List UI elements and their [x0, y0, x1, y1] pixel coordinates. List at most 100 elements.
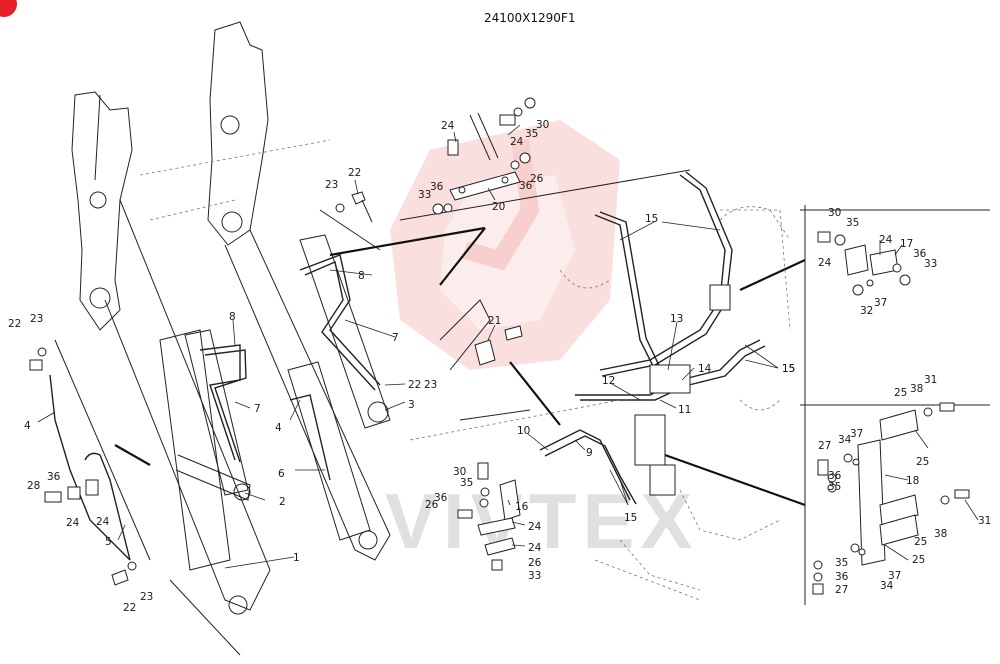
callout: 4: [275, 422, 282, 434]
callout: 24: [528, 542, 542, 554]
callout: 11: [678, 404, 691, 416]
callout: 22: [408, 379, 421, 391]
callout: 15: [782, 363, 795, 375]
callout: 32: [860, 305, 873, 317]
callout: 38: [934, 528, 947, 540]
cylinder-2: [184, 329, 251, 501]
hydraulic-lines: [49, 171, 766, 561]
callout: 27: [835, 584, 848, 596]
fitting-21: [474, 325, 523, 366]
callout: 25: [912, 554, 925, 566]
callout: 1: [293, 552, 300, 564]
callout-labels: 30 24 35 24 26 36 20 33 36 23 22 8 7 22 …: [8, 119, 991, 614]
callout: 38: [910, 383, 923, 395]
callout: 34: [838, 434, 852, 446]
callout: 8: [358, 270, 365, 282]
callout: 33: [528, 570, 541, 582]
cylinder-1: [159, 329, 251, 571]
bracket-20: [432, 97, 536, 215]
callout: 37: [850, 428, 863, 440]
callout: 36: [434, 492, 448, 504]
callout: 21: [488, 315, 501, 327]
callout: 8: [229, 311, 236, 323]
callout: 36: [47, 471, 61, 483]
callout: 26: [425, 499, 439, 511]
callout: 18: [906, 475, 919, 487]
callout: 7: [392, 332, 399, 344]
leader-lines: [37, 124, 979, 569]
callout: 36: [835, 571, 849, 583]
callout: 35: [525, 128, 538, 140]
callout: 24: [441, 120, 455, 132]
callout: 37: [874, 297, 887, 309]
callout: 37: [888, 570, 901, 582]
callout: 34: [880, 580, 894, 592]
bracket-18: [812, 402, 970, 595]
callout: 35: [460, 477, 473, 489]
callout: 33: [924, 258, 937, 270]
callout: 10: [517, 425, 530, 437]
callout: 35: [835, 557, 848, 569]
valve-block: [634, 284, 731, 496]
callout: 23: [424, 379, 437, 391]
corner-badge: [0, 0, 17, 17]
callout: 36: [913, 248, 927, 260]
callout: 30: [536, 119, 549, 131]
callout: 22: [348, 167, 361, 179]
callout: 24: [879, 234, 893, 246]
callout: 22: [123, 602, 136, 614]
callout: 14: [698, 363, 712, 375]
callout: 6: [278, 468, 285, 480]
watermark-logo: [390, 120, 620, 370]
callout: 24: [66, 517, 80, 529]
fittings-22-23: [29, 191, 373, 586]
callout: 22: [8, 318, 21, 330]
callout: 17: [900, 238, 913, 250]
callout: 36: [430, 181, 444, 193]
callout: 24: [96, 516, 110, 528]
fittings-left: [44, 479, 99, 503]
callout: 28: [27, 480, 40, 492]
callout: 25: [894, 387, 907, 399]
callout: 4: [24, 420, 31, 432]
connection-leaders: [114, 226, 806, 507]
callout: 26: [530, 173, 544, 185]
callout: 15: [645, 213, 658, 225]
callout: 31: [978, 515, 991, 527]
watermark-text: VIVTEX: [385, 477, 698, 565]
callout: 35: [846, 217, 859, 229]
callout: 23: [30, 313, 43, 325]
drawing-code: 24100X1290F1: [484, 11, 575, 25]
callout: 24: [510, 136, 524, 148]
callout: 26: [528, 557, 542, 569]
callout: 33: [418, 189, 431, 201]
callout: 36: [828, 470, 842, 482]
callout: 15: [624, 512, 637, 524]
callout: 24: [528, 521, 542, 533]
callout: 25: [916, 456, 929, 468]
callout: 5: [105, 536, 112, 548]
callout: 24: [818, 257, 832, 269]
callout: 9: [586, 447, 593, 459]
callout: 36: [519, 180, 533, 192]
callout: 7: [254, 403, 261, 415]
loader-arm-rear: [71, 91, 271, 615]
callout: 30: [453, 466, 466, 478]
callout: 23: [325, 179, 338, 191]
callout: 2: [279, 496, 286, 508]
callout: 30: [828, 207, 841, 219]
cylinder-3: [299, 234, 391, 429]
cylinder-4: [287, 361, 371, 541]
callout: 35: [828, 481, 841, 493]
callout: 23: [140, 591, 153, 603]
callout: 12: [602, 375, 615, 387]
callout: 3: [408, 399, 415, 411]
callout: 15: [782, 363, 795, 375]
callout: 13: [670, 313, 683, 325]
callout: 16: [515, 501, 529, 513]
callout: 20: [492, 201, 505, 213]
callout: 27: [818, 440, 831, 452]
bracket-17: [817, 231, 911, 296]
bracket-16-cluster: [457, 462, 521, 571]
callout: 25: [914, 536, 927, 548]
